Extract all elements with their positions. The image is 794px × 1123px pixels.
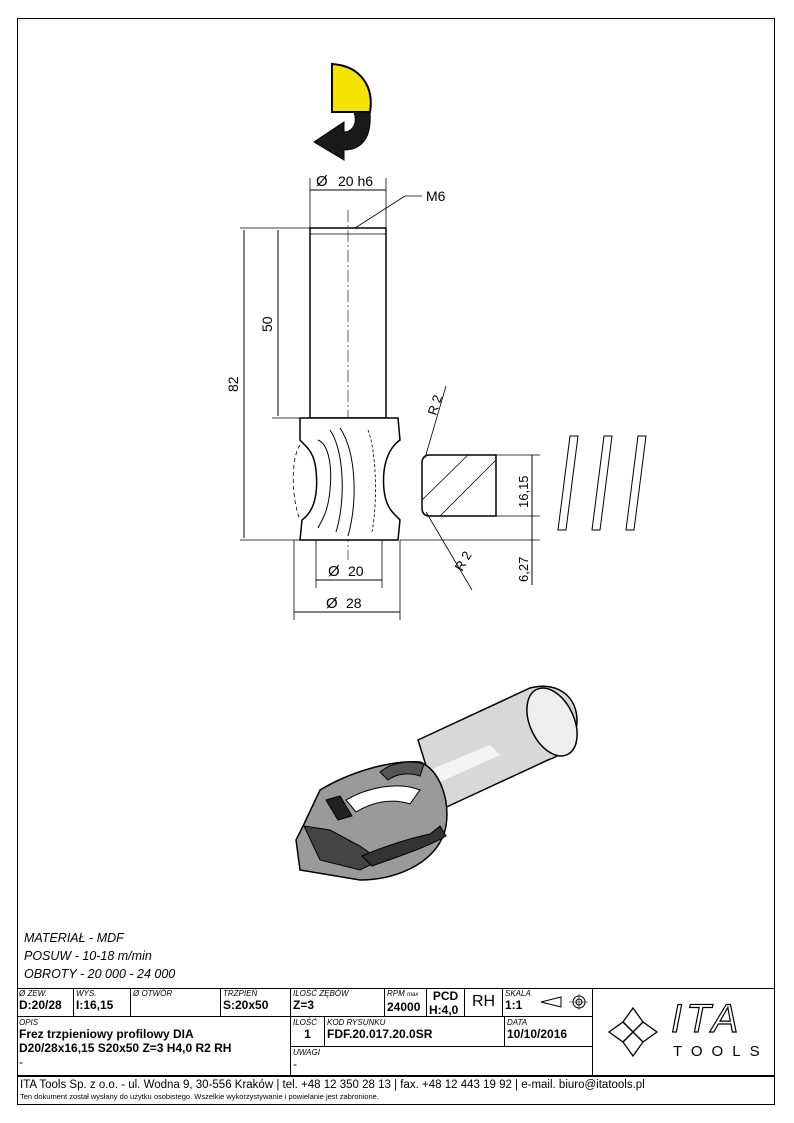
- drawing-sheet: [17, 18, 775, 1105]
- dim-cut-height: 16,15: [516, 475, 531, 508]
- cell-rh: RH: [465, 988, 503, 1017]
- dim-r-top: R 2: [425, 393, 446, 417]
- rotation-arrow-icon: [313, 62, 372, 161]
- company-logo: ITA TOOLS: [593, 988, 775, 1076]
- note-material: MATERIAŁ - MDF: [24, 931, 124, 945]
- dim-offset: 6,27: [516, 557, 531, 582]
- material-hatch: [557, 435, 647, 531]
- dim-shank-len: 50: [259, 316, 275, 332]
- note-speed: OBROTY - 20 000 - 24 000: [24, 967, 176, 981]
- ita-logo-icon: [607, 1006, 659, 1058]
- footer-disclaimer: Ten dokument został wysłany do użytku os…: [20, 1092, 379, 1101]
- dim-r-bottom: R 2: [452, 548, 475, 573]
- cell-data: DATA 10/10/2016: [505, 1017, 593, 1047]
- dim-shank-dia: 20 h6: [338, 173, 373, 189]
- footer: ITA Tools Sp. z o.o. - ul. Wodna 9, 30-5…: [17, 1076, 775, 1105]
- cell-uwagi: UWAGI -: [291, 1047, 593, 1076]
- cell-wys: WYS. I:16,15: [74, 988, 131, 1017]
- cell-ilosc: ILOŚĆ 1: [291, 1017, 325, 1047]
- tool-3d-render: [295, 685, 578, 881]
- svg-text:Ø: Ø: [326, 595, 338, 612]
- cell-rpm: RPM max 24000: [385, 988, 427, 1017]
- cell-pcd: PCD H:4,0: [427, 988, 465, 1017]
- svg-text:Ø: Ø: [328, 563, 340, 580]
- cell-kod: KOD RYSUNKU FDF.20.017.20.0SR: [325, 1017, 505, 1047]
- projection-symbol-icon: [540, 994, 588, 1010]
- dim-shank-dia-symbol: Ø: [316, 173, 328, 190]
- cell-zew: Ø ZEW. D:20/28: [17, 988, 74, 1017]
- dim-d-large: 28: [346, 595, 362, 611]
- logo-sub: TOOLS: [673, 1043, 769, 1060]
- machining-notes: MATERIAŁ - MDF POSUW - 10-18 m/min OBROT…: [24, 929, 175, 983]
- logo-text: ITA: [670, 997, 743, 1041]
- dim-total-len: 82: [225, 376, 241, 392]
- note-feed: POSUW - 10-18 m/min: [24, 949, 152, 963]
- cell-opis: OPIS Frez trzpieniowy profilowy DIA D20/…: [17, 1017, 291, 1076]
- dim-d-small: 20: [348, 563, 364, 579]
- title-block: Ø ZEW. D:20/28 WYS. I:16,15 Ø OTWÓR TRZP…: [17, 988, 775, 1105]
- dim-thread: M6: [426, 188, 446, 204]
- cell-skala: SKALA 1:1: [503, 988, 593, 1017]
- cell-otwor: Ø OTWÓR: [131, 988, 221, 1017]
- footer-contact: ITA Tools Sp. z o.o. - ul. Wodna 9, 30-5…: [20, 1079, 645, 1091]
- cell-trzpien: TRZPIEŃ S:20x50: [221, 988, 291, 1017]
- cell-zeby: ILOŚĆ ZĘBÓW Z=3: [291, 988, 385, 1017]
